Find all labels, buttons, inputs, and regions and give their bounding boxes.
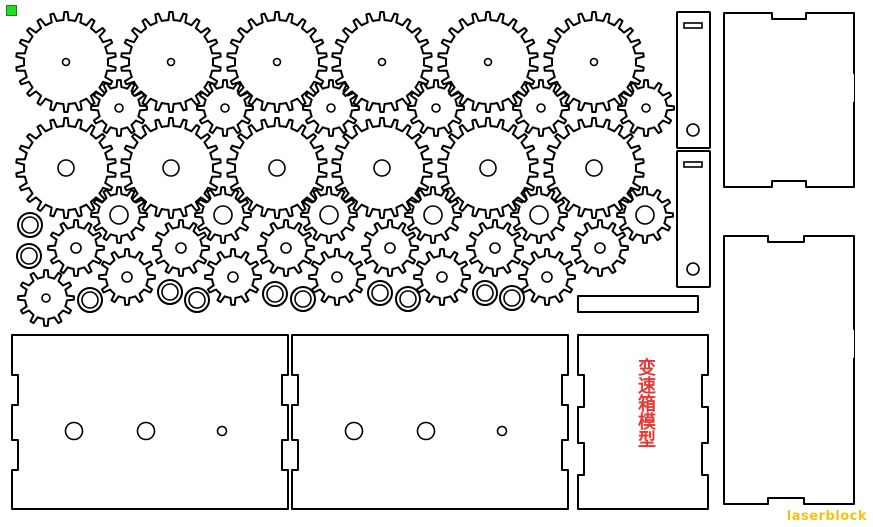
washer-hole: [399, 290, 417, 308]
support-bar: [577, 295, 699, 313]
washer-hole: [503, 289, 521, 307]
end-plate: [577, 334, 709, 510]
small-gear: [98, 248, 156, 306]
gear-bore: [589, 57, 599, 67]
side-plate-top: [723, 12, 855, 188]
gear-bore: [384, 242, 396, 254]
shaft-hole: [136, 421, 156, 441]
shaft-hole: [64, 421, 84, 441]
small-gear: [413, 248, 471, 306]
large-gear: [226, 117, 328, 219]
washer-hole: [20, 247, 38, 265]
gear-bore: [268, 159, 286, 177]
washer-hole: [21, 216, 39, 234]
shaft-hole: [344, 421, 364, 441]
gear-bore: [641, 103, 651, 113]
small-gear: [17, 269, 75, 327]
gear-bore: [594, 242, 606, 254]
gear-bore: [166, 57, 176, 67]
large-gear: [543, 11, 645, 113]
gear-bore: [41, 293, 51, 303]
brand-logo: laserblock: [786, 509, 867, 524]
gear-bore: [109, 205, 129, 225]
large-gear: [437, 11, 539, 113]
washer-hole: [188, 291, 206, 309]
gear-bore: [479, 159, 497, 177]
bracket-slot: [683, 161, 703, 168]
bracket: [676, 11, 711, 149]
gearbox-engraving: 变速箱模型: [635, 358, 656, 448]
small-gear: [518, 248, 576, 306]
gear-bore: [220, 103, 230, 113]
gear-bore: [319, 205, 339, 225]
bracket-hole: [686, 123, 700, 137]
gear-bore: [121, 271, 133, 283]
gear-bore: [227, 271, 239, 283]
gear-bore: [114, 103, 124, 113]
gear-bore: [635, 205, 655, 225]
washer-hole: [161, 283, 179, 301]
washer-hole: [81, 291, 99, 309]
small-gear: [308, 248, 366, 306]
gear-bore: [280, 242, 292, 254]
gear-bore: [483, 57, 493, 67]
large-gear: [120, 11, 222, 113]
gear-bore: [585, 159, 603, 177]
gear-bore: [331, 271, 343, 283]
small-gear: [47, 219, 105, 277]
gear-bore: [272, 57, 282, 67]
large-gear: [543, 117, 645, 219]
large-gear: [437, 117, 539, 219]
large-gear: [15, 11, 117, 113]
gear-bore: [213, 205, 233, 225]
shaft-hole: [416, 421, 436, 441]
panel-layer: [11, 11, 855, 510]
gear-bore: [373, 159, 391, 177]
gear-bore: [536, 103, 546, 113]
large-gear: [226, 11, 328, 113]
gear-bore: [489, 242, 501, 254]
small-gear: [571, 219, 629, 277]
small-gear: [204, 248, 262, 306]
gear-bore: [436, 271, 448, 283]
washer-hole: [266, 285, 284, 303]
shaft-hole: [216, 425, 228, 437]
bracket-hole: [686, 262, 700, 276]
small-gear: [257, 219, 315, 277]
base-plate: [11, 334, 289, 510]
gear-bore: [529, 205, 549, 225]
base-plate: [291, 334, 569, 510]
gear-bore: [70, 242, 82, 254]
large-gear-layer: [15, 11, 645, 219]
large-gear: [15, 117, 117, 219]
gear-bore: [377, 57, 387, 67]
gear-bore: [61, 57, 71, 67]
side-plate-bottom: [723, 235, 855, 505]
gear-bore: [57, 159, 75, 177]
gear-bore: [423, 205, 443, 225]
gear-bore: [541, 271, 553, 283]
small-gear: [361, 219, 419, 277]
washer-hole: [371, 284, 389, 302]
shaft-hole: [496, 425, 508, 437]
small-gear: [466, 219, 524, 277]
registration-marker: [6, 5, 17, 16]
large-gear: [120, 117, 222, 219]
washer-layer: [16, 212, 525, 313]
gear-bore: [175, 242, 187, 254]
washer-hole: [476, 284, 494, 302]
large-gear: [331, 117, 433, 219]
washer-hole: [294, 290, 312, 308]
gear-bore: [326, 103, 336, 113]
bracket-slot: [683, 22, 703, 29]
large-gear: [331, 11, 433, 113]
bracket: [676, 150, 711, 288]
gear-bore: [431, 103, 441, 113]
gear-bore: [162, 159, 180, 177]
small-gear: [152, 219, 210, 277]
